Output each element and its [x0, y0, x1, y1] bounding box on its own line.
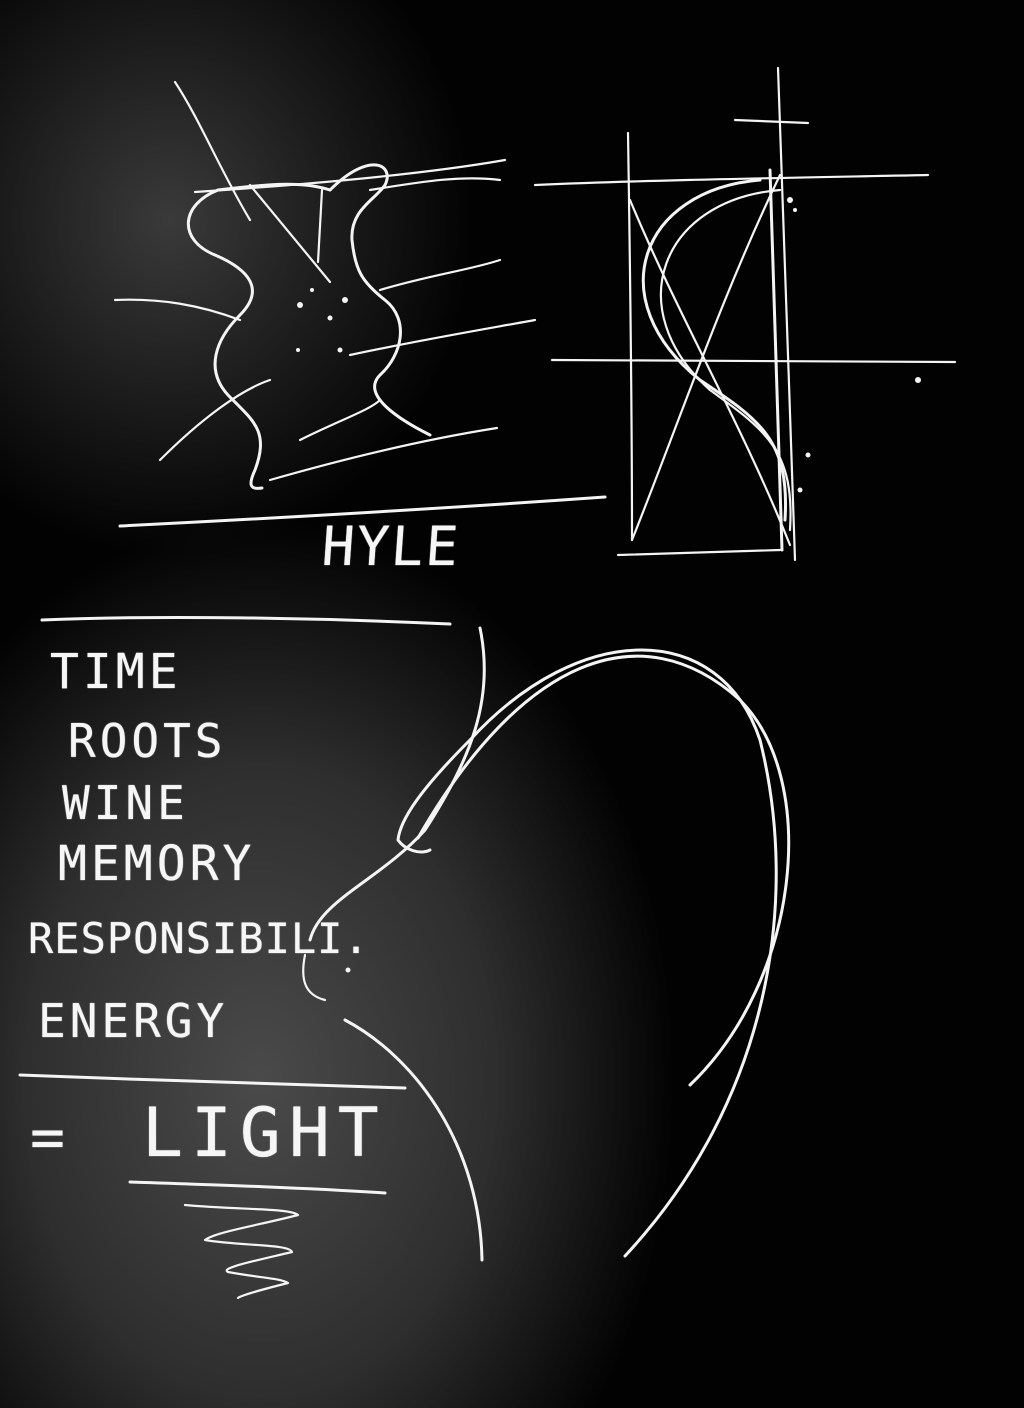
vase-diagonal-1 [173, 80, 252, 222]
divider-under-vase [118, 495, 607, 528]
vase-left-profile [186, 188, 264, 490]
vase-horizontal-1 [193, 158, 507, 194]
vase-sketch [113, 80, 607, 528]
word-light: LIGHT [142, 1094, 387, 1173]
grid-vertical-left [626, 131, 634, 542]
vase-horizontal-2 [368, 177, 502, 192]
word-time: TIME [50, 644, 182, 700]
divider-above-list [40, 615, 452, 626]
vase-horizontal-5 [348, 318, 537, 357]
word-wine: WINE [62, 776, 189, 830]
large-arc-inner [396, 648, 778, 1258]
word-responsibility: RESPONSIBILI. [28, 914, 370, 963]
diagonal-cross-1 [628, 198, 792, 547]
vase-horizontal-3 [113, 298, 242, 322]
diagonal-cross-2 [630, 173, 782, 542]
grid-bottom-line [616, 548, 782, 557]
large-arc-outer [416, 654, 791, 1087]
lower-stem-curve [302, 953, 327, 1002]
vase-diagonal-2 [248, 183, 332, 284]
spring-squiggle [183, 1203, 300, 1300]
vase-base-line [268, 426, 499, 482]
word-memory: MEMORY [58, 836, 256, 892]
vase-horizontal-4 [378, 258, 502, 292]
vase-base-line-2 [298, 398, 382, 442]
construction-sketch [533, 66, 957, 562]
underline-light [128, 1180, 387, 1195]
word-roots: ROOTS [68, 714, 227, 768]
divider-above-light [18, 1073, 407, 1090]
heading-hyle: HYLE [319, 515, 463, 578]
word-energy: ENERGY [38, 994, 229, 1048]
grid-top-short [733, 118, 810, 125]
vertical-bar [768, 168, 784, 552]
vase-neck-line [316, 188, 324, 264]
curve-outer [641, 178, 788, 522]
left-stem-curve [308, 626, 486, 942]
vase-diagonal-3 [158, 378, 272, 462]
bottom-sweep-curve [343, 1018, 484, 1262]
equals-sign: = [30, 1103, 69, 1171]
grid-top-line [533, 173, 930, 187]
grid-middle-line [550, 358, 957, 364]
curve-inner [659, 188, 792, 532]
grid-vertical-right [776, 66, 797, 562]
